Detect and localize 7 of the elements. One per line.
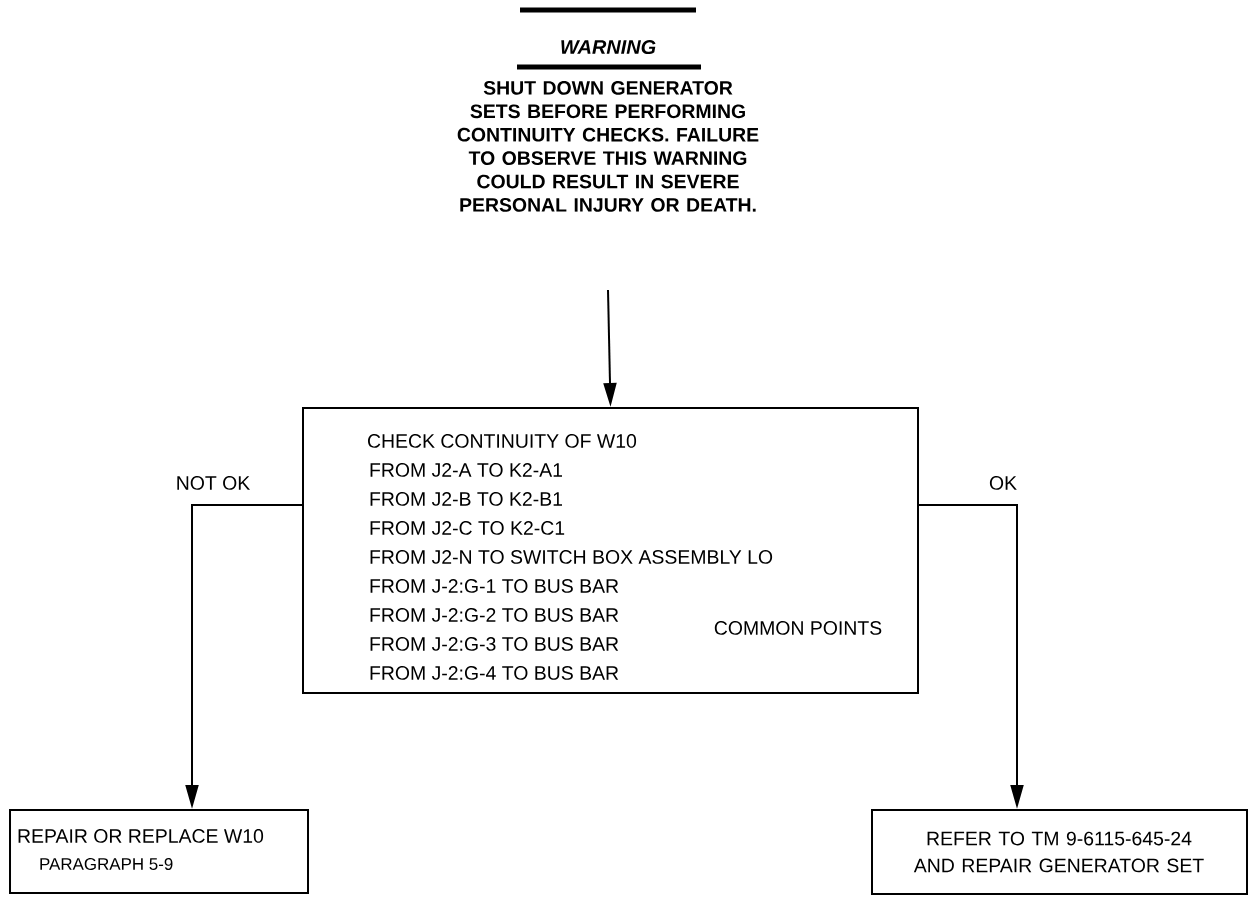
- process-box: REPAIR OR REPLACE W10 PARAGRAPH 5-9: [9, 809, 309, 894]
- edge-label: NOT OK: [174, 475, 252, 491]
- warning-text: SHUT DOWN GENERATOR SETS BEFORE PERFORMING CONTINUITY CHECKS. FAILURE TO OBSERVE THIS WARNING COULD RESULT IN SEVERE PERSONAL INJURY OR DEATH.: [457, 81, 759, 212]
- process-box: REFER TO TM 9-6115-645-24 AND REPAIR GENERATOR SET: [871, 809, 1248, 895]
- warning-heading: WARNING: [561, 39, 656, 55]
- process-box: CHECK CONTINUITY OF W10 FROM J2-A TO K2-A1 FROM J2-B TO K2-B1 FROM J2-C TO K2-C1 FROM J2-N TO SWITCH BOX ASSEMBLY LO FROM J-2:G-1 TO BUS BAR FROM J-2:G-2 TO BUS BAR FROM J-2:G-3 TO BUS BAR FROM J-2:G-4 TO BUS BAR COMMON POINTS: [302, 407, 919, 694]
- edge-label: OK: [987, 475, 1019, 491]
